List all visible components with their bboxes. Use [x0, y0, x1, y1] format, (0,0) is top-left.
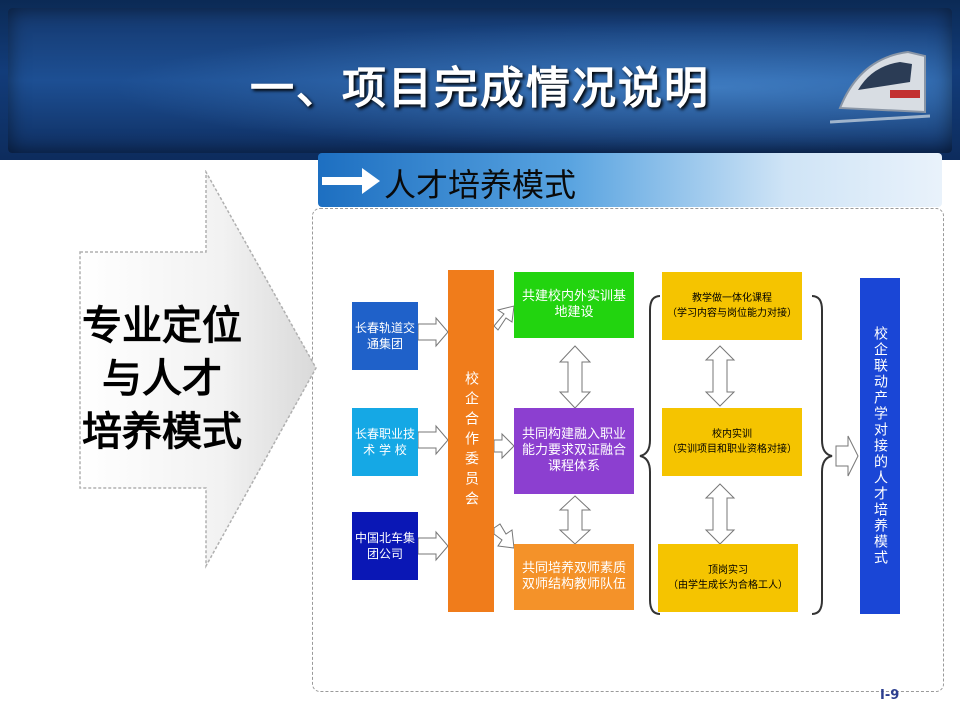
- arrow-right-icon: [322, 168, 380, 194]
- outcome-sub: （实训项目和职业资格对接）: [667, 444, 797, 455]
- left-arrow-line: 培养模式: [82, 409, 242, 455]
- initiative-label: 共建校内外实训基地建设: [522, 289, 627, 320]
- section-title: 人才培养模式: [384, 166, 577, 204]
- initiative-label: 共同构建融入职业能力要求双证融合课程体系: [522, 427, 627, 474]
- result-label: 校企联动产学对接的人才培养模式: [872, 326, 888, 566]
- result-box: 校企联动产学对接的人才培养模式: [860, 278, 900, 614]
- left-arrow-text: 专业定位 与人才 培养模式: [62, 300, 262, 459]
- initiative-box: 共同培养双师素质双师结构教师队伍: [514, 544, 634, 610]
- partner-label: 中国北车集团公司: [354, 531, 415, 561]
- outcome-box: 校内实训 （实训项目和职业资格对接）: [662, 408, 802, 476]
- partner-box: 长春轨道交通集团: [352, 302, 418, 370]
- header-banner: 一、项目完成情况说明: [0, 0, 960, 160]
- banner-background: [8, 8, 952, 153]
- committee-box: 校企合作委员会: [448, 270, 494, 612]
- outcome-sub: （学习内容与岗位能力对接）: [667, 308, 797, 319]
- partner-label: 长春职业技术 学 校: [354, 427, 415, 457]
- outcome-label: 教学做一体化课程: [692, 293, 772, 304]
- committee-label: 校企合作委员会: [463, 371, 479, 511]
- big-arrow-shape: [79, 170, 317, 569]
- train-icon: [830, 50, 930, 124]
- outcome-label: 校内实训: [712, 429, 752, 440]
- content-frame: [312, 208, 944, 692]
- initiative-box: 共同构建融入职业能力要求双证融合课程体系: [514, 408, 634, 494]
- outcome-box: 顶岗实习 （由学生成长为合格工人）: [658, 544, 798, 612]
- outcome-box: 教学做一体化课程 （学习内容与岗位能力对接）: [662, 272, 802, 340]
- partner-box: 长春职业技术 学 校: [352, 408, 418, 476]
- initiative-box: 共建校内外实训基地建设: [514, 272, 634, 338]
- partner-label: 长春轨道交通集团: [354, 321, 415, 351]
- left-arrow-line: 与人才: [102, 356, 222, 402]
- initiative-label: 共同培养双师素质双师结构教师队伍: [522, 561, 627, 592]
- section-header-bar: [318, 153, 942, 207]
- page-number: I-9: [880, 688, 900, 703]
- page-title: 一、项目完成情况说明: [250, 63, 710, 114]
- outcome-label: 顶岗实习: [708, 565, 748, 576]
- left-arrow-line: 专业定位: [82, 303, 242, 349]
- partner-box: 中国北车集团公司: [352, 512, 418, 580]
- outcome-sub: （由学生成长为合格工人）: [668, 580, 788, 591]
